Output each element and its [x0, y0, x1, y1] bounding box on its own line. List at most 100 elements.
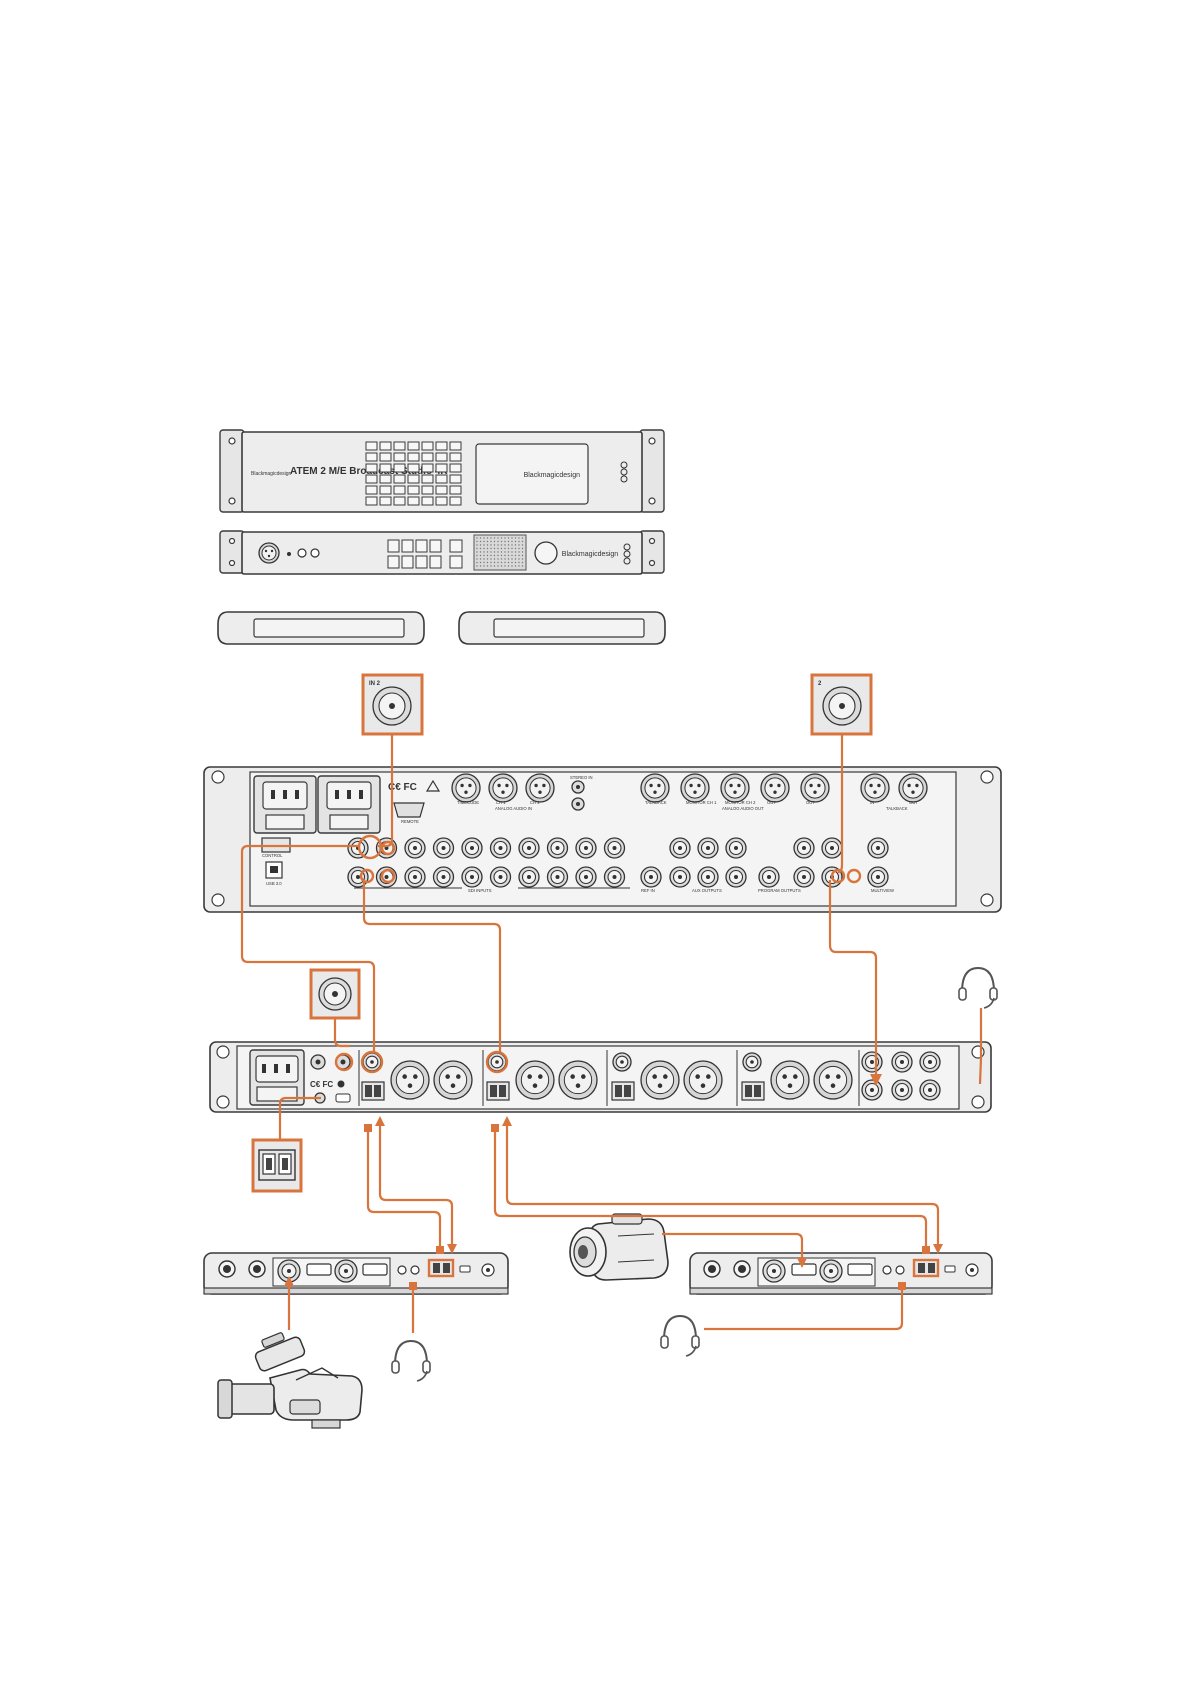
- control-key: [415, 555, 428, 569]
- xlr-connector: [488, 773, 518, 803]
- front-key: [421, 452, 434, 462]
- sfp-port: [361, 1081, 385, 1101]
- control-key: [387, 555, 400, 569]
- front-key: [407, 474, 420, 484]
- front-key: [407, 485, 420, 495]
- hdmi-port: [306, 1263, 332, 1276]
- multiview-connector: [867, 866, 889, 888]
- cable-callout-input: [378, 734, 394, 848]
- svg-text:TALKBACK: TALKBACK: [886, 806, 908, 811]
- aux-output-connector: [725, 866, 747, 888]
- svg-text:AUX OUTPUTS: AUX OUTPUTS: [692, 888, 722, 893]
- control-key: [401, 539, 414, 553]
- sdi-input-connector: [546, 866, 569, 888]
- xlr-connector: [451, 773, 481, 803]
- cable-sfp: [278, 1096, 321, 1140]
- fiber-xlr-connector: [558, 1060, 598, 1100]
- sdi-input-connector: [546, 837, 569, 859]
- svg-text:MULTIVIEW: MULTIVIEW: [871, 888, 894, 893]
- cable-callout-output: [837, 734, 844, 874]
- front-lcd-screen: [475, 443, 589, 505]
- fiber-output-connector: [919, 1079, 941, 1101]
- aux-output-connector: [669, 866, 691, 888]
- front-key: [435, 474, 448, 484]
- front-brand-mark: Blackmagicdesign: [251, 471, 292, 477]
- front-key: [449, 452, 462, 462]
- cable-handycam-hdmi: [662, 1232, 804, 1262]
- front-key: [379, 441, 392, 451]
- fiber-output-connector: [919, 1051, 941, 1073]
- fiber-sdi-connector: [487, 1052, 507, 1072]
- front-brand-logo: Blackmagicdesign: [524, 472, 581, 479]
- xlr-connector: [898, 773, 928, 803]
- sdi-input-connector: [603, 866, 626, 888]
- front-key: [435, 441, 448, 451]
- svg-text:MONITOR CH 1: MONITOR CH 1: [686, 800, 717, 805]
- fiber-xlr-connector: [770, 1060, 810, 1100]
- cable-mid-bnc: [333, 1018, 350, 1048]
- warning-icon: [425, 779, 441, 792]
- svg-text:2: 2: [818, 681, 822, 687]
- control-key: [387, 539, 400, 553]
- converter-top-right: [458, 611, 666, 645]
- sdi-input-connector: [575, 866, 597, 888]
- svg-text:USB 3.0: USB 3.0: [266, 881, 282, 886]
- highlight-program-output: [830, 868, 846, 884]
- cable-headset-right: [704, 1288, 904, 1331]
- front-key: [435, 485, 448, 495]
- front-key: [421, 496, 434, 506]
- cable-sdi-input-1: [240, 844, 376, 1052]
- xlr-connector: [860, 773, 890, 803]
- front-key: [449, 496, 462, 506]
- detail-callout-mid-bnc: [309, 968, 361, 1020]
- cable-fiber-ch1-a: [366, 1132, 442, 1246]
- sdi-input-connector: [603, 837, 626, 859]
- svg-text:TALKBACK: TALKBACK: [645, 800, 667, 805]
- converter-top-left: [217, 611, 425, 645]
- front-key: [393, 474, 406, 484]
- sdi-input-connector: [518, 866, 540, 888]
- svg-text:MONITOR CH 2: MONITOR CH 2: [725, 800, 756, 805]
- switcher-front-panel: Blackmagicdesign ATEM 2 M/E Broadcast St…: [219, 429, 665, 513]
- front-key: [393, 496, 406, 506]
- xlr-connector: [800, 773, 830, 803]
- front-button-grid: [365, 441, 462, 506]
- fiber-xlr-connector: [640, 1060, 680, 1100]
- switcher-rear-panel: C€ FC REMOTE CONTROL USB 3.0 TIMECODE CH…: [203, 766, 1002, 913]
- front-key: [379, 496, 392, 506]
- volume-knob: [534, 541, 558, 565]
- control-key: [415, 539, 428, 553]
- front-key: [379, 474, 392, 484]
- front-key: [393, 463, 406, 473]
- fiber-output-connector: [891, 1051, 913, 1073]
- svg-text:PROGRAM OUTPUTS: PROGRAM OUTPUTS: [758, 888, 801, 893]
- front-key: [421, 485, 434, 495]
- certification-marks: C€ FC: [388, 782, 417, 793]
- front-key: [407, 496, 420, 506]
- xlr-connector: [720, 773, 750, 803]
- cable-program-return: [828, 880, 878, 1078]
- sdi-input-connector: [404, 866, 426, 888]
- program-output-connector: [793, 837, 815, 859]
- front-key: [393, 485, 406, 495]
- svg-text:OUT: OUT: [909, 800, 918, 805]
- fiber-converter-rack: C€ FC: [209, 1041, 992, 1113]
- fiber-xlr-connector: [813, 1060, 853, 1100]
- front-key: [379, 485, 392, 495]
- sdi-input-connector: [575, 837, 597, 859]
- front-key: [435, 452, 448, 462]
- control-key: [401, 555, 414, 569]
- headset-icon: [391, 1339, 431, 1382]
- svg-text:CONTROL: CONTROL: [262, 853, 283, 858]
- fiber-xlr-connector: [515, 1060, 555, 1100]
- xlr-input-connector: [258, 542, 280, 564]
- sdi-input-connector: [404, 837, 426, 859]
- ref-in-connector: [640, 866, 662, 888]
- sdi-input-connector: [432, 837, 455, 859]
- front-key: [435, 496, 448, 506]
- headphone-jack: [297, 548, 307, 558]
- fiber-sdi-connector: [612, 1052, 632, 1072]
- front-key: [449, 441, 462, 451]
- sdi-input-connector: [489, 866, 512, 888]
- headset-icon: [958, 966, 998, 1009]
